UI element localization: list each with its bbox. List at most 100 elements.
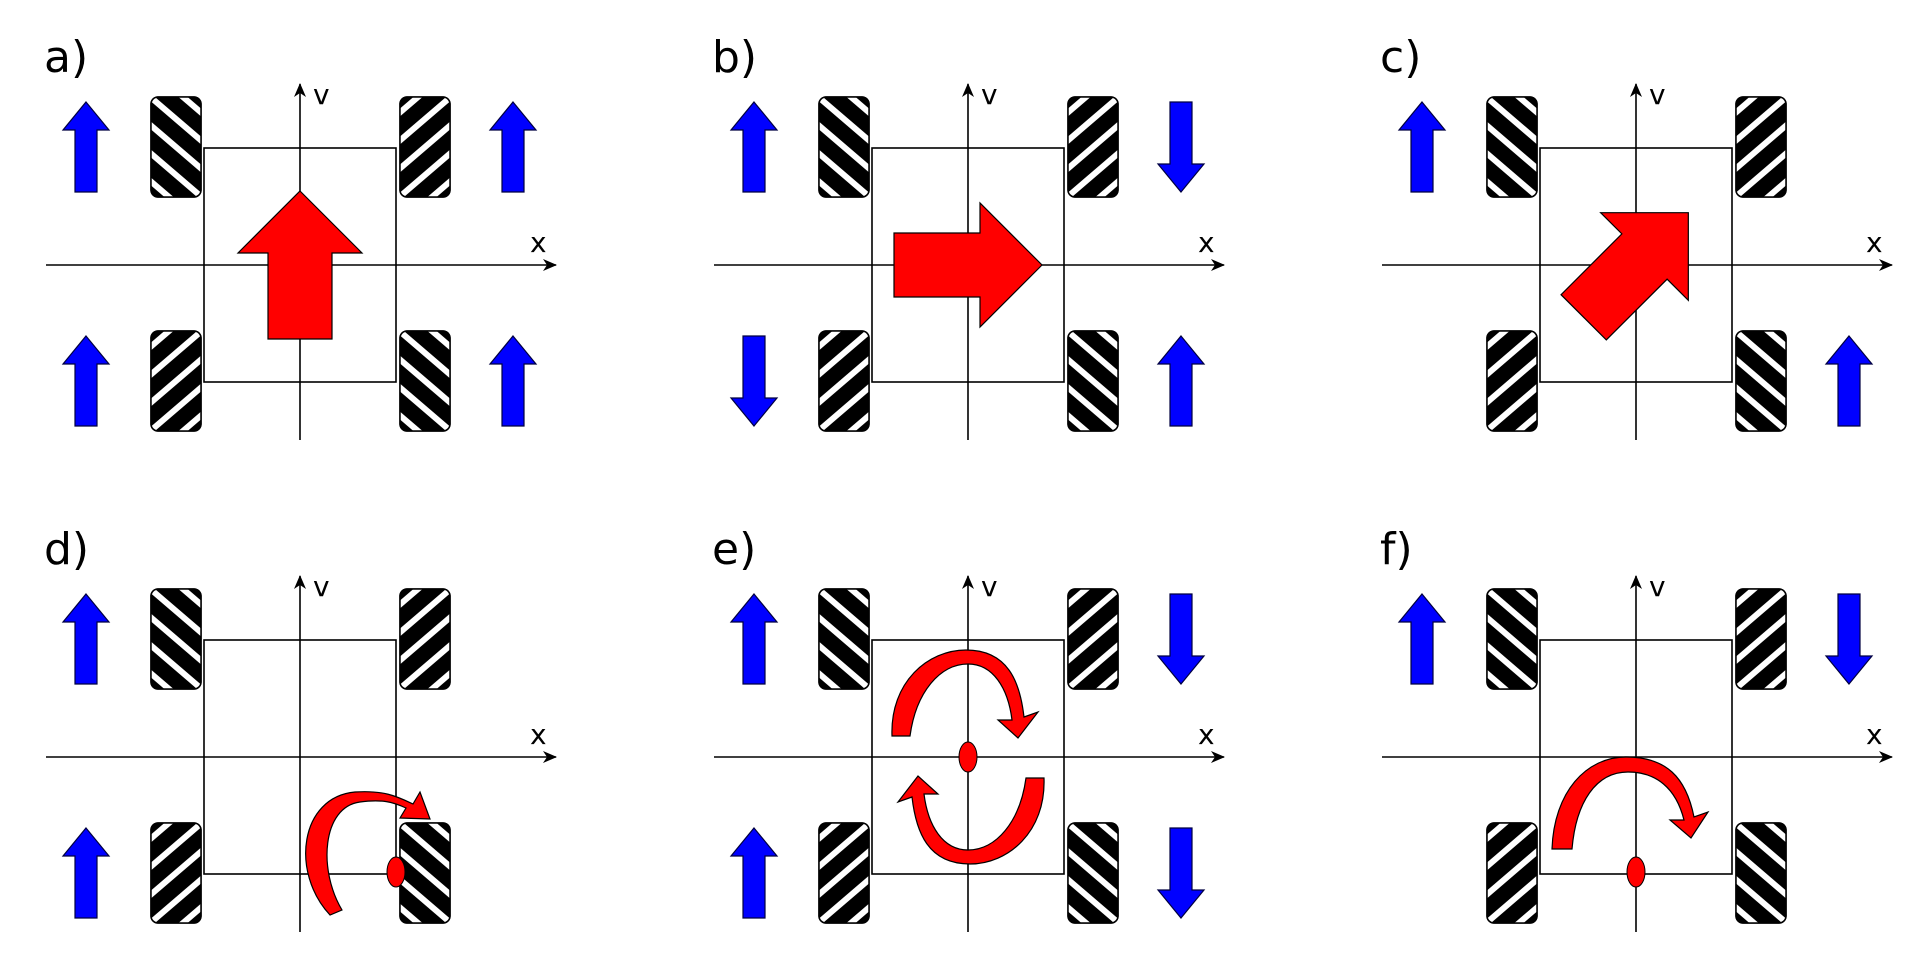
wheel-rear-left: [809, 731, 879, 960]
roller-line: [809, 731, 879, 791]
roller-line: [400, 606, 450, 672]
wheel-arrow-front-right: [1824, 593, 1874, 685]
roller-line: [1487, 331, 1537, 358]
chassis: [871, 639, 1065, 875]
wheel-arrow-rear-right: [1824, 335, 1874, 427]
roller-line: [1487, 114, 1537, 180]
panel-d: d)xv: [44, 497, 557, 960]
roller-line: [141, 497, 211, 557]
roller-line: [1058, 693, 1128, 753]
roller-line: [151, 896, 201, 923]
roller-line: [809, 497, 879, 557]
roller-line: [819, 331, 869, 358]
roller-line: [1726, 927, 1796, 960]
rotation-arrow-bottom: [896, 775, 1045, 865]
roller-line: [400, 114, 450, 180]
roller-line: [1058, 927, 1128, 960]
roller-line: [390, 239, 460, 299]
roller-line: [1736, 170, 1786, 197]
roller-line: [1726, 525, 1796, 585]
roller-line: [151, 170, 201, 197]
roller-line: [400, 840, 450, 906]
roller-line: [1058, 5, 1128, 65]
roller-line: [151, 97, 201, 124]
panel-a: a)xv: [44, 32, 557, 440]
panel-label: a): [44, 32, 88, 83]
roller-line: [141, 33, 211, 93]
wheel-tread: [1058, 589, 1128, 753]
roller-line: [1068, 589, 1118, 616]
roller-line: [1726, 497, 1796, 557]
wheel-outline: [1067, 96, 1119, 198]
panel-label: d): [44, 524, 89, 575]
roller-line: [141, 693, 211, 753]
roller-line: [390, 201, 460, 261]
y-axis-label: v: [313, 78, 330, 111]
pivot-point: [1626, 856, 1646, 888]
roller-line: [1058, 759, 1128, 819]
motion-arrow: [893, 201, 1043, 329]
roller-line: [1068, 97, 1118, 124]
roller-line: [141, 927, 211, 960]
roller-line: [151, 348, 201, 414]
wheel-outline: [150, 96, 202, 198]
roller-line: [1058, 201, 1128, 261]
wheel-rear-right: [390, 239, 460, 432]
x-axis-label: x: [1198, 718, 1215, 751]
motion-arrow: [1560, 212, 1689, 341]
roller-line: [1487, 840, 1537, 906]
wheel-arrow-front-left: [729, 593, 779, 685]
roller-line: [1068, 404, 1118, 431]
roller-line: [141, 239, 211, 299]
roller-line: [819, 823, 869, 850]
panel-label: f): [1380, 524, 1413, 575]
roller-line: [809, 435, 879, 495]
wheel-front-left: [1477, 96, 1547, 261]
roller-line: [400, 896, 450, 923]
wheel-arrow-front-left: [61, 593, 111, 685]
x-axis-label: x: [1866, 226, 1883, 259]
y-axis-label: v: [1649, 78, 1666, 111]
panel-label: b): [712, 32, 757, 83]
roller-line: [1736, 662, 1786, 689]
roller-line: [809, 5, 879, 65]
wheel-arrow-front-right: [1156, 101, 1206, 193]
roller-line: [1068, 840, 1118, 906]
wheel-rear-left: [809, 330, 879, 495]
wheel-front-left: [141, 497, 211, 753]
roller-line: [1477, 201, 1547, 261]
roller-line: [1726, 435, 1796, 495]
chassis: [1539, 147, 1733, 383]
wheel-arrow-front-right: [488, 101, 538, 193]
wheel-arrow-rear-left: [729, 827, 779, 919]
roller-line: [819, 589, 869, 616]
wheel-arrow-front-left: [1397, 593, 1447, 685]
roller-line: [390, 33, 460, 93]
wheel-front-left: [809, 497, 879, 690]
roller-line: [1068, 662, 1118, 689]
roller-line: [141, 759, 211, 819]
roller-line: [151, 331, 201, 358]
roller-line: [141, 201, 211, 261]
wheel-outline: [1486, 96, 1538, 198]
roller-line: [400, 348, 450, 414]
panel-e: e)xv: [712, 497, 1225, 960]
roller-line: [1736, 114, 1786, 180]
roller-line: [1068, 170, 1118, 197]
wheel-outline: [399, 96, 451, 198]
roller-line: [1068, 896, 1118, 923]
x-axis-label: x: [1866, 718, 1883, 751]
roller-line: [1736, 97, 1786, 124]
roller-line: [141, 267, 211, 327]
roller-line: [1726, 5, 1796, 65]
roller-line: [819, 606, 869, 672]
chassis: [203, 639, 397, 875]
roller-line: [1726, 731, 1796, 791]
wheel-front-right: [390, 33, 460, 261]
wheel-front-left: [1486, 588, 1538, 690]
roller-line: [809, 927, 879, 960]
roller-line: [151, 589, 201, 616]
roller-line: [819, 840, 869, 906]
wheel-outline: [1486, 330, 1538, 432]
